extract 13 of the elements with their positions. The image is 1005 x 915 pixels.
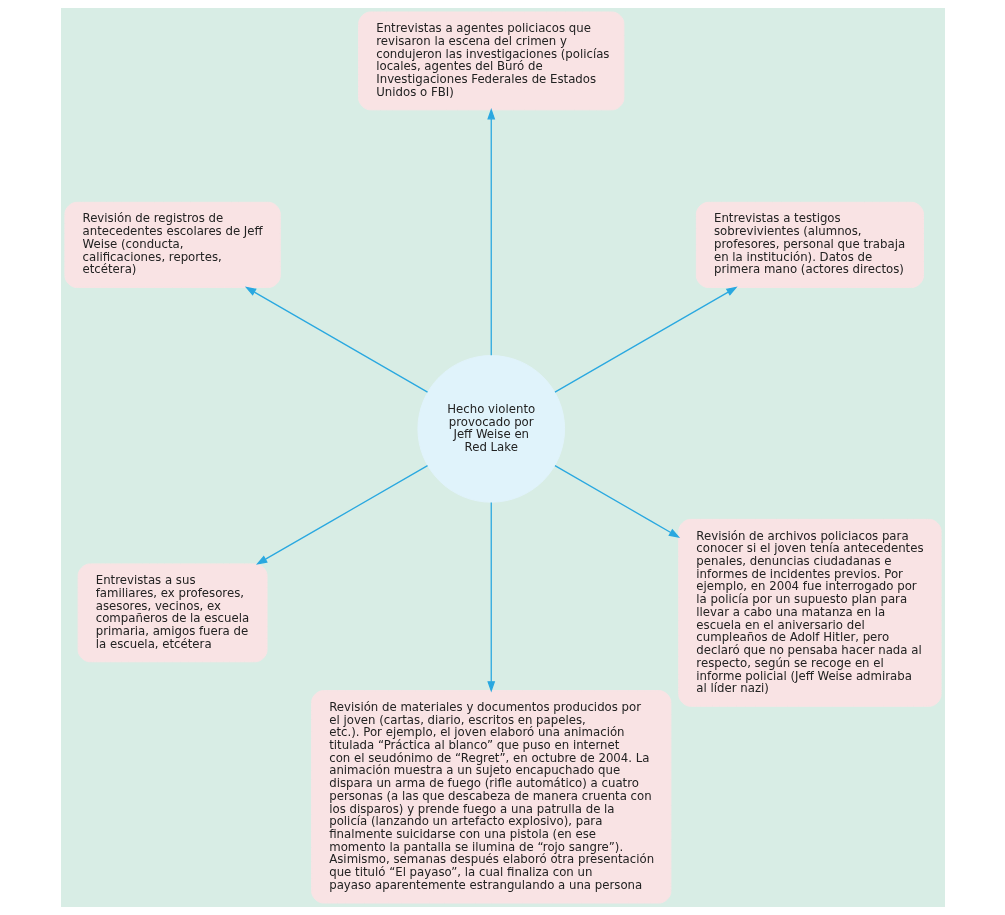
arrow (244, 286, 428, 393)
arrow (553, 286, 738, 393)
node-box: Entrevistas a sus familiares, ex profesores, asesores, vecinos, ex compañeros de la escuela primaria, amigos fuera de la escuela, etcétera (77, 563, 268, 663)
node-box: Entrevistas a agentes policiacos que revisaron la escena del crimen y condujeron las investigaciones (policías locales, agentes del Buró de Investigaciones Federales de Estados Unidos o FBI) (357, 11, 624, 111)
node-box: Revisión de archivos policiacos para conocer si el joven tenía antecedentes penales, denuncias ciudadanas e informes de incidentes previos. Por ejemplo, en 2004 fue interrogado por la policía por un supuesto plan para llevar a cabo una matanza en la escuela en el aniversario del cumpleaños de Adolf Hitler, pero declaró que no pensaba hacer nada al respecto, según se recoge en el informe policial (Jeff Weise admiraba al líder nazi) (677, 518, 942, 707)
arrow (486, 501, 495, 693)
arrow (486, 108, 495, 356)
node-box: Entrevistas a testigos sobrevivientes (alumnos, profesores, personal que trabaja en la institución). Datos de primera mano (actores directos) (695, 201, 924, 288)
arrow (553, 465, 680, 538)
node-box: Revisión de materiales y documentos producidos por el joven (cartas, diario, escritos en papeles, etc.). Por ejemplo, el joven elaboró una animación titulada “Práctica al blanco” que puso en internet con el seudónimo de “Regret”, en octubre de 2004. La animación muestra a un sujeto encapuchado que dispara un arma de fuego (rifle automático) a cuatro personas (a las que descabeza de manera cruenta con los disparos) y prende fuego a una patrulla de la policía (lanzando un artefacto explosivo), para finalmente suicidarse con una pistola (en ese momento la pantalla se ilumina de “rojo sangre”). Asimismo, semanas después elaboró otra presentación que tituló “El payaso”, la cual finaliza con un payaso aparentemente estrangulando a una persona (310, 690, 671, 904)
arrow (255, 465, 428, 565)
node-box: Revisión de registros de antecedentes escolares de Jeff Weise (conducta, calificaciones, reportes, etcétera) (63, 201, 281, 288)
node-circle: Hecho violento provocado por Jeff Weise en Red Lake (416, 355, 565, 503)
